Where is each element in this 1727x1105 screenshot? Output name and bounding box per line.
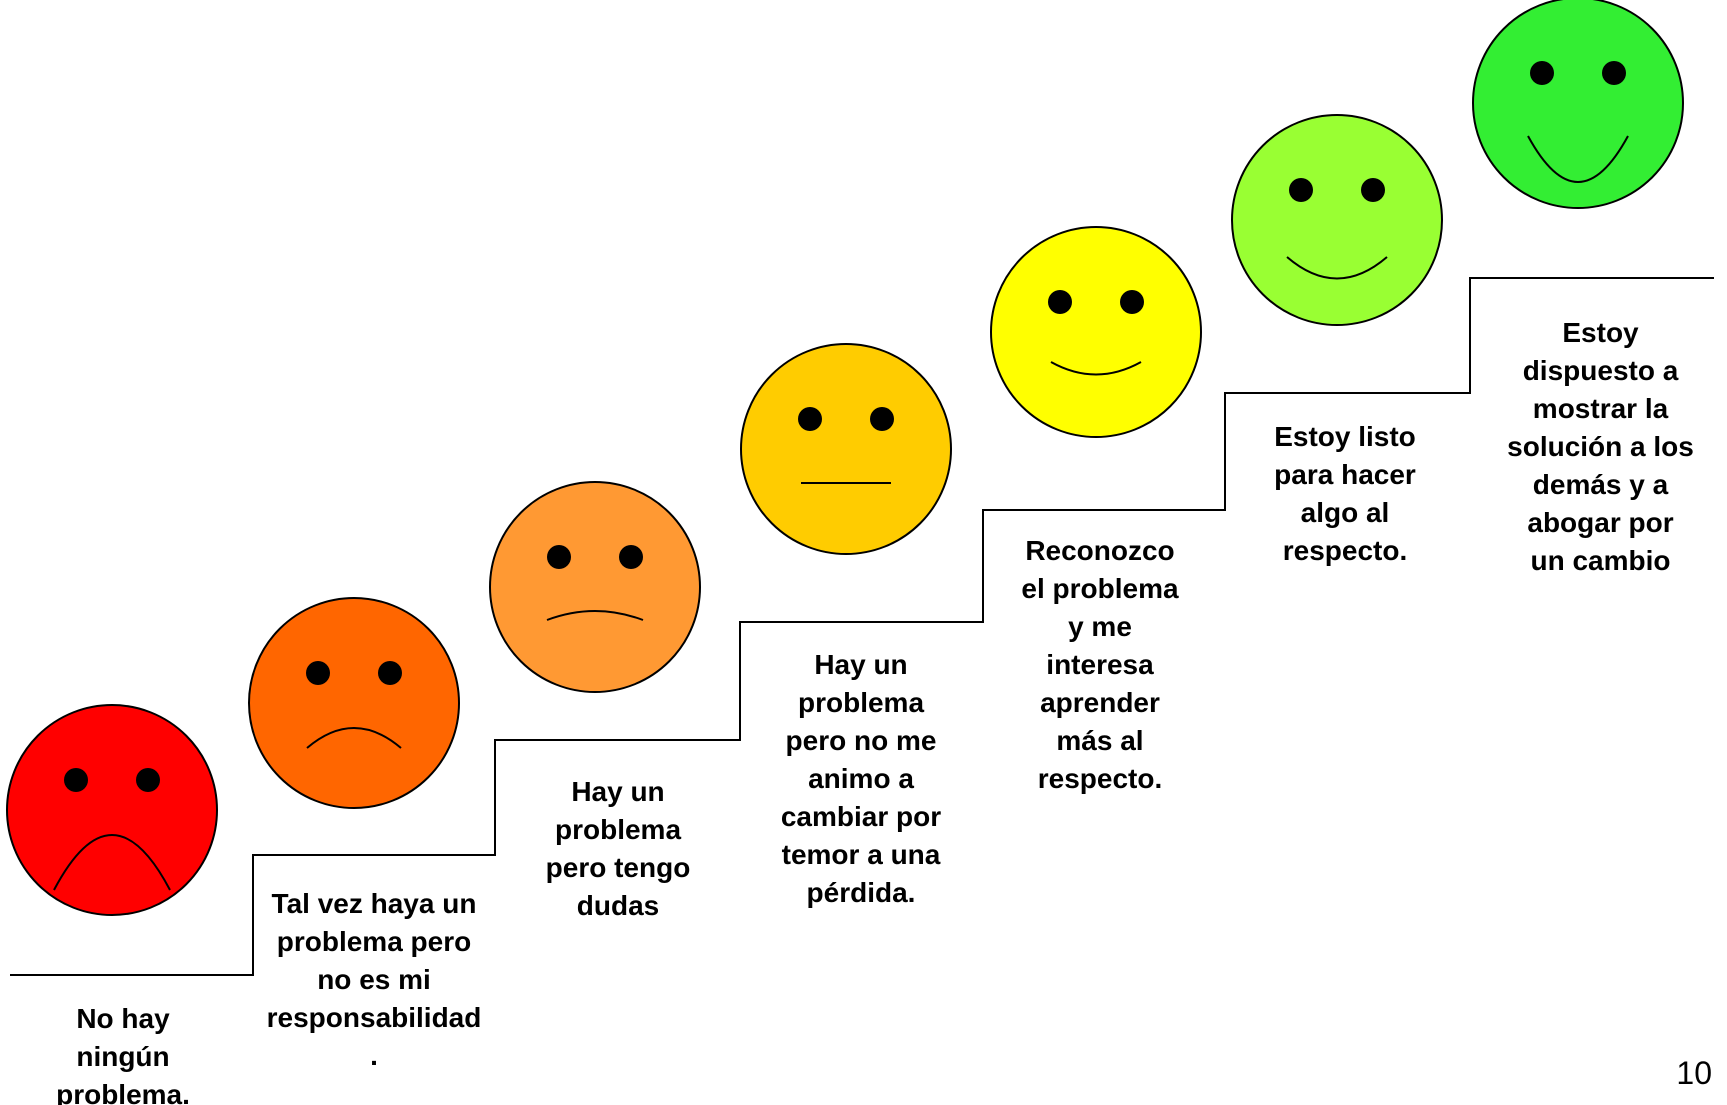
face-7-left-eye [1530,61,1554,85]
step-3-text: Hay un problema pero tengo dudas [545,776,691,921]
face-1-head [6,704,218,916]
face-4-head [740,343,952,555]
face-3-right-eye [619,545,643,569]
step-5-text: Reconozco el problema y me interesa apre… [1021,535,1179,794]
face-1-mouth [53,834,171,891]
step-1-text: No hay ningún problema. [56,1003,190,1105]
face-1-left-eye [64,768,88,792]
face-7-mouth [1527,135,1629,183]
face-6-left-eye [1289,178,1313,202]
face-5-mouth [1050,361,1142,376]
face-7-right-eye [1602,61,1626,85]
face-1-right-eye [136,768,160,792]
face-7-head [1472,0,1684,209]
face-5 [990,226,1202,438]
face-4 [740,343,952,555]
face-4-right-eye [870,407,894,431]
face-5-head [990,226,1202,438]
face-6-head [1231,114,1443,326]
face-2-head [248,597,460,809]
face-6-mouth [1286,256,1388,280]
face-2-right-eye [378,661,402,685]
step-6-text: Estoy listo para hacer algo al respecto. [1274,421,1416,566]
face-2 [248,597,460,809]
face-4-left-eye [798,407,822,431]
step-7-text: Estoy dispuesto a mostrar la solución a … [1507,317,1694,576]
face-2-left-eye [306,661,330,685]
face-5-right-eye [1120,290,1144,314]
staircase-line [10,277,1714,976]
face-3-mouth [546,610,644,621]
face-3-head [489,481,701,693]
face-1 [6,704,218,916]
face-2-mouth [306,727,402,749]
face-7 [1472,0,1684,209]
face-3 [489,481,701,693]
face-3-left-eye [547,545,571,569]
step-4-text: Hay un problema pero no me animo a cambi… [780,649,942,908]
face-6 [1231,114,1443,326]
page-number: 10 [1676,1055,1712,1091]
face-6-right-eye [1361,178,1385,202]
step-2-text: Tal vez haya un problema pero no es mi r… [266,888,482,1071]
face-5-left-eye [1048,290,1072,314]
